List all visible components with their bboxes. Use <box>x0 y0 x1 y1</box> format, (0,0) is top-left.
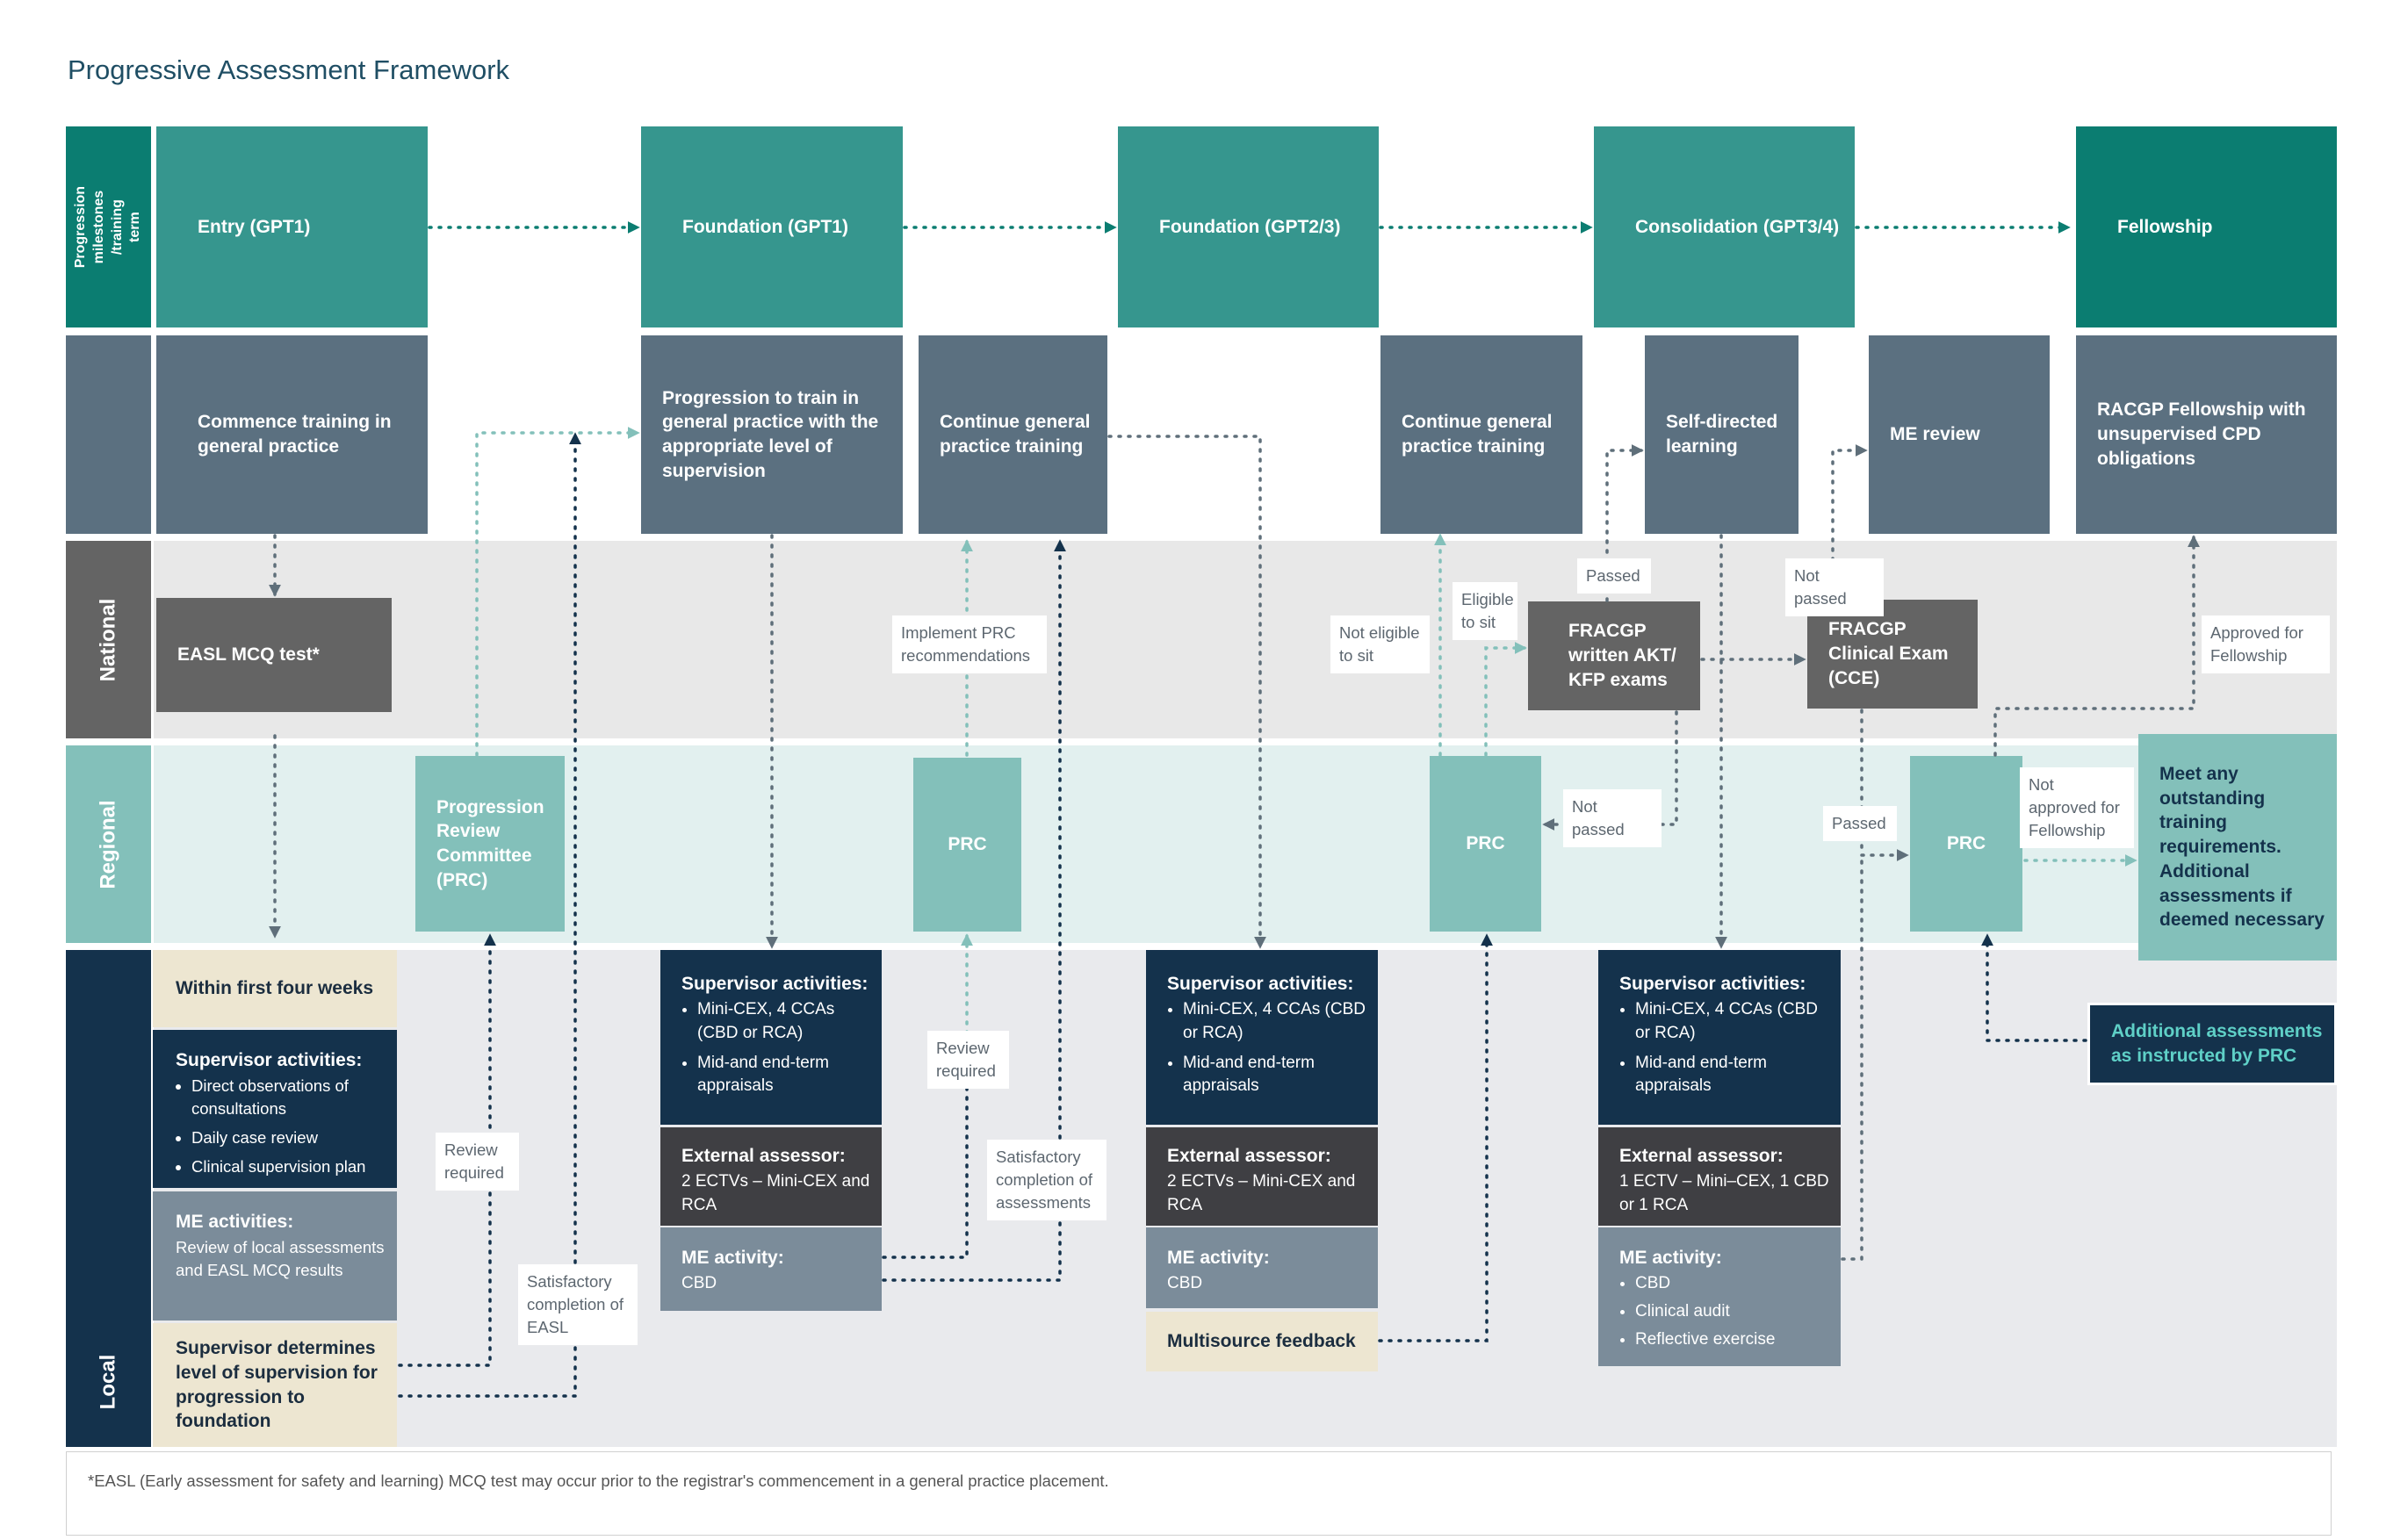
note-passed-akt: Passed <box>1577 558 1651 594</box>
note-satisfactory-easl: Satisfactory completion of EASL <box>518 1264 638 1345</box>
local-first-four-weeks: Within first four weeks <box>153 950 397 1027</box>
row-label-local: Local <box>66 950 151 1447</box>
arrow-continue-to-col3 <box>1107 435 1266 949</box>
note-not-eligible: Not eligible to sit <box>1330 615 1430 673</box>
local-col4-me-list: CBD Clinical audit Reflective exercise <box>1619 1272 1830 1351</box>
arrow-determines-to-prc <box>398 933 496 1367</box>
arrow-col4-me-to-cce <box>1841 853 1863 1261</box>
national-easl-mcq: EASL MCQ test* <box>156 598 392 712</box>
local-col3-external-assessor: External assessor: 2 ECTVs – Mini-CEX an… <box>1146 1127 1378 1226</box>
outcome-continue-training-1: Continue general practice training <box>919 335 1107 534</box>
arrow-cce-not-passed-to-me-review <box>1831 444 1868 601</box>
outcome-continue-training-2: Continue general practice training <box>1380 335 1582 534</box>
arrow-col2-me-to-continue <box>882 539 1066 1282</box>
note-approved-fellowship: Approved for Fellowship <box>2202 615 2330 673</box>
outcome-racgp-fellowship: RACGP Fellowship with unsupervised CPD o… <box>2076 335 2337 534</box>
row-label-outcome <box>66 335 151 534</box>
note-eligible-to-sit: Eligible to sit <box>1453 582 1517 640</box>
local-col4-supervisor-activities: Supervisor activities: Mini-CEX, 4 CCAs … <box>1598 950 1841 1125</box>
arrow-prc-eligible-to-akt <box>1484 642 1527 757</box>
local-col3-me-activity: ME activity: CBD <box>1146 1227 1378 1308</box>
arrow-additional-to-prc <box>1981 933 2087 1042</box>
national-akt-kfp-exams: FRACGP written AKT/ KFP exams <box>1528 601 1700 710</box>
local-col3-supervisor-list: Mini-CEX, 4 CCAs (CBD or RCA) Mid-and en… <box>1167 998 1367 1097</box>
footnote: *EASL (Early assessment for safety and l… <box>66 1451 2332 1536</box>
milestone-entry: Entry (GPT1) <box>156 126 428 327</box>
milestone-foundation-gpt23: Foundation (GPT2/3) <box>1118 126 1379 327</box>
national-cce-exam: FRACGP Clinical Exam (CCE) <box>1807 600 1978 709</box>
arrow-prc-to-progression <box>475 427 640 757</box>
regional-meet-requirements: Meet any outstanding training requiremen… <box>2138 734 2337 961</box>
regional-prc-full: Progression Review Committee (PRC) <box>415 756 565 932</box>
milestone-foundation-gpt1: Foundation (GPT1) <box>641 126 903 327</box>
local-col4-me-activity: ME activity: CBD Clinical audit Reflecti… <box>1598 1227 1841 1366</box>
regional-prc-2: PRC <box>1430 756 1541 932</box>
note-not-passed-cce: Not passed <box>1785 558 1884 616</box>
note-satisfactory-assessments: Satisfactory completion of assessments <box>987 1140 1106 1220</box>
note-implement-prc: Implement PRC recommendations <box>892 615 1047 673</box>
local-col3-supervisor-activities: Supervisor activities: Mini-CEX, 4 CCAs … <box>1146 950 1378 1125</box>
outcome-self-directed-learning: Self-directed learning <box>1645 335 1799 534</box>
local-col4-supervisor-list: Mini-CEX, 4 CCAs (CBD or RCA) Mid-and en… <box>1619 998 1830 1097</box>
arrow-multisource-to-prc <box>1378 933 1493 1342</box>
page-title: Progressive Assessment Framework <box>68 54 510 85</box>
arrow-akt-passed-to-self-directed <box>1605 444 1644 602</box>
local-additional-assessments: Additional assessments as instructed by … <box>2087 1003 2337 1085</box>
local-col2-me-activity: ME activity: CBD <box>660 1227 882 1311</box>
row-label-milestones: Progression milestones /training term <box>66 126 151 327</box>
note-not-approved-fellowship: Not approved for Fellowship <box>2020 767 2134 848</box>
arrow-akt-not-passed-to-prc <box>1542 710 1678 831</box>
local-col2-supervisor-list: Mini-CEX, 4 CCAs (CBD or RCA) Mid-and en… <box>681 998 871 1097</box>
milestone-fellowship: Fellowship <box>2076 126 2337 327</box>
local-col4-external-assessor: External assessor: 1 ECTV – Mini–CEX, 1 … <box>1598 1127 1841 1226</box>
outcome-me-review: ME review <box>1869 335 2050 534</box>
note-review-required-2: Review required <box>927 1031 1009 1089</box>
arrow-prc-approved-to-fellowship <box>1993 535 2200 757</box>
arrow-col2-me-to-prc <box>882 1065 969 1259</box>
note-not-passed-akt: Not passed <box>1563 789 1662 847</box>
outcome-commence-training: Commence training in general practice <box>156 335 428 534</box>
local-col2-external-assessor: External assessor: 2 ECTVs – Mini-CEX an… <box>660 1127 882 1226</box>
milestone-consolidation: Consolidation (GPT3/4) <box>1594 126 1855 327</box>
row-label-regional: Regional <box>66 745 151 943</box>
local-col1-supervisor-activities: Supervisor activities: Direct observatio… <box>153 1030 397 1188</box>
row-label-national: National <box>66 541 151 738</box>
local-col2-supervisor-activities: Supervisor activities: Mini-CEX, 4 CCAs … <box>660 950 882 1125</box>
regional-prc-1: PRC <box>913 758 1021 932</box>
local-col1-me-activities: ME activities: Review of local assessmen… <box>153 1191 397 1321</box>
outcome-progression: Progression to train in general practice… <box>641 335 903 534</box>
arrow-determines-to-progression <box>398 432 581 1398</box>
local-multisource-feedback: Multisource feedback <box>1146 1312 1378 1371</box>
local-supervisor-determines: Supervisor determines level of supervisi… <box>153 1323 397 1447</box>
arrow-cce-passed-to-prc <box>1860 709 1909 861</box>
note-review-required-1: Review required <box>436 1133 519 1191</box>
note-passed-cce: Passed <box>1823 806 1897 841</box>
local-col1-supervisor-list: Direct observations of consultations Dai… <box>176 1075 385 1178</box>
regional-prc-3: PRC <box>1910 756 2022 932</box>
